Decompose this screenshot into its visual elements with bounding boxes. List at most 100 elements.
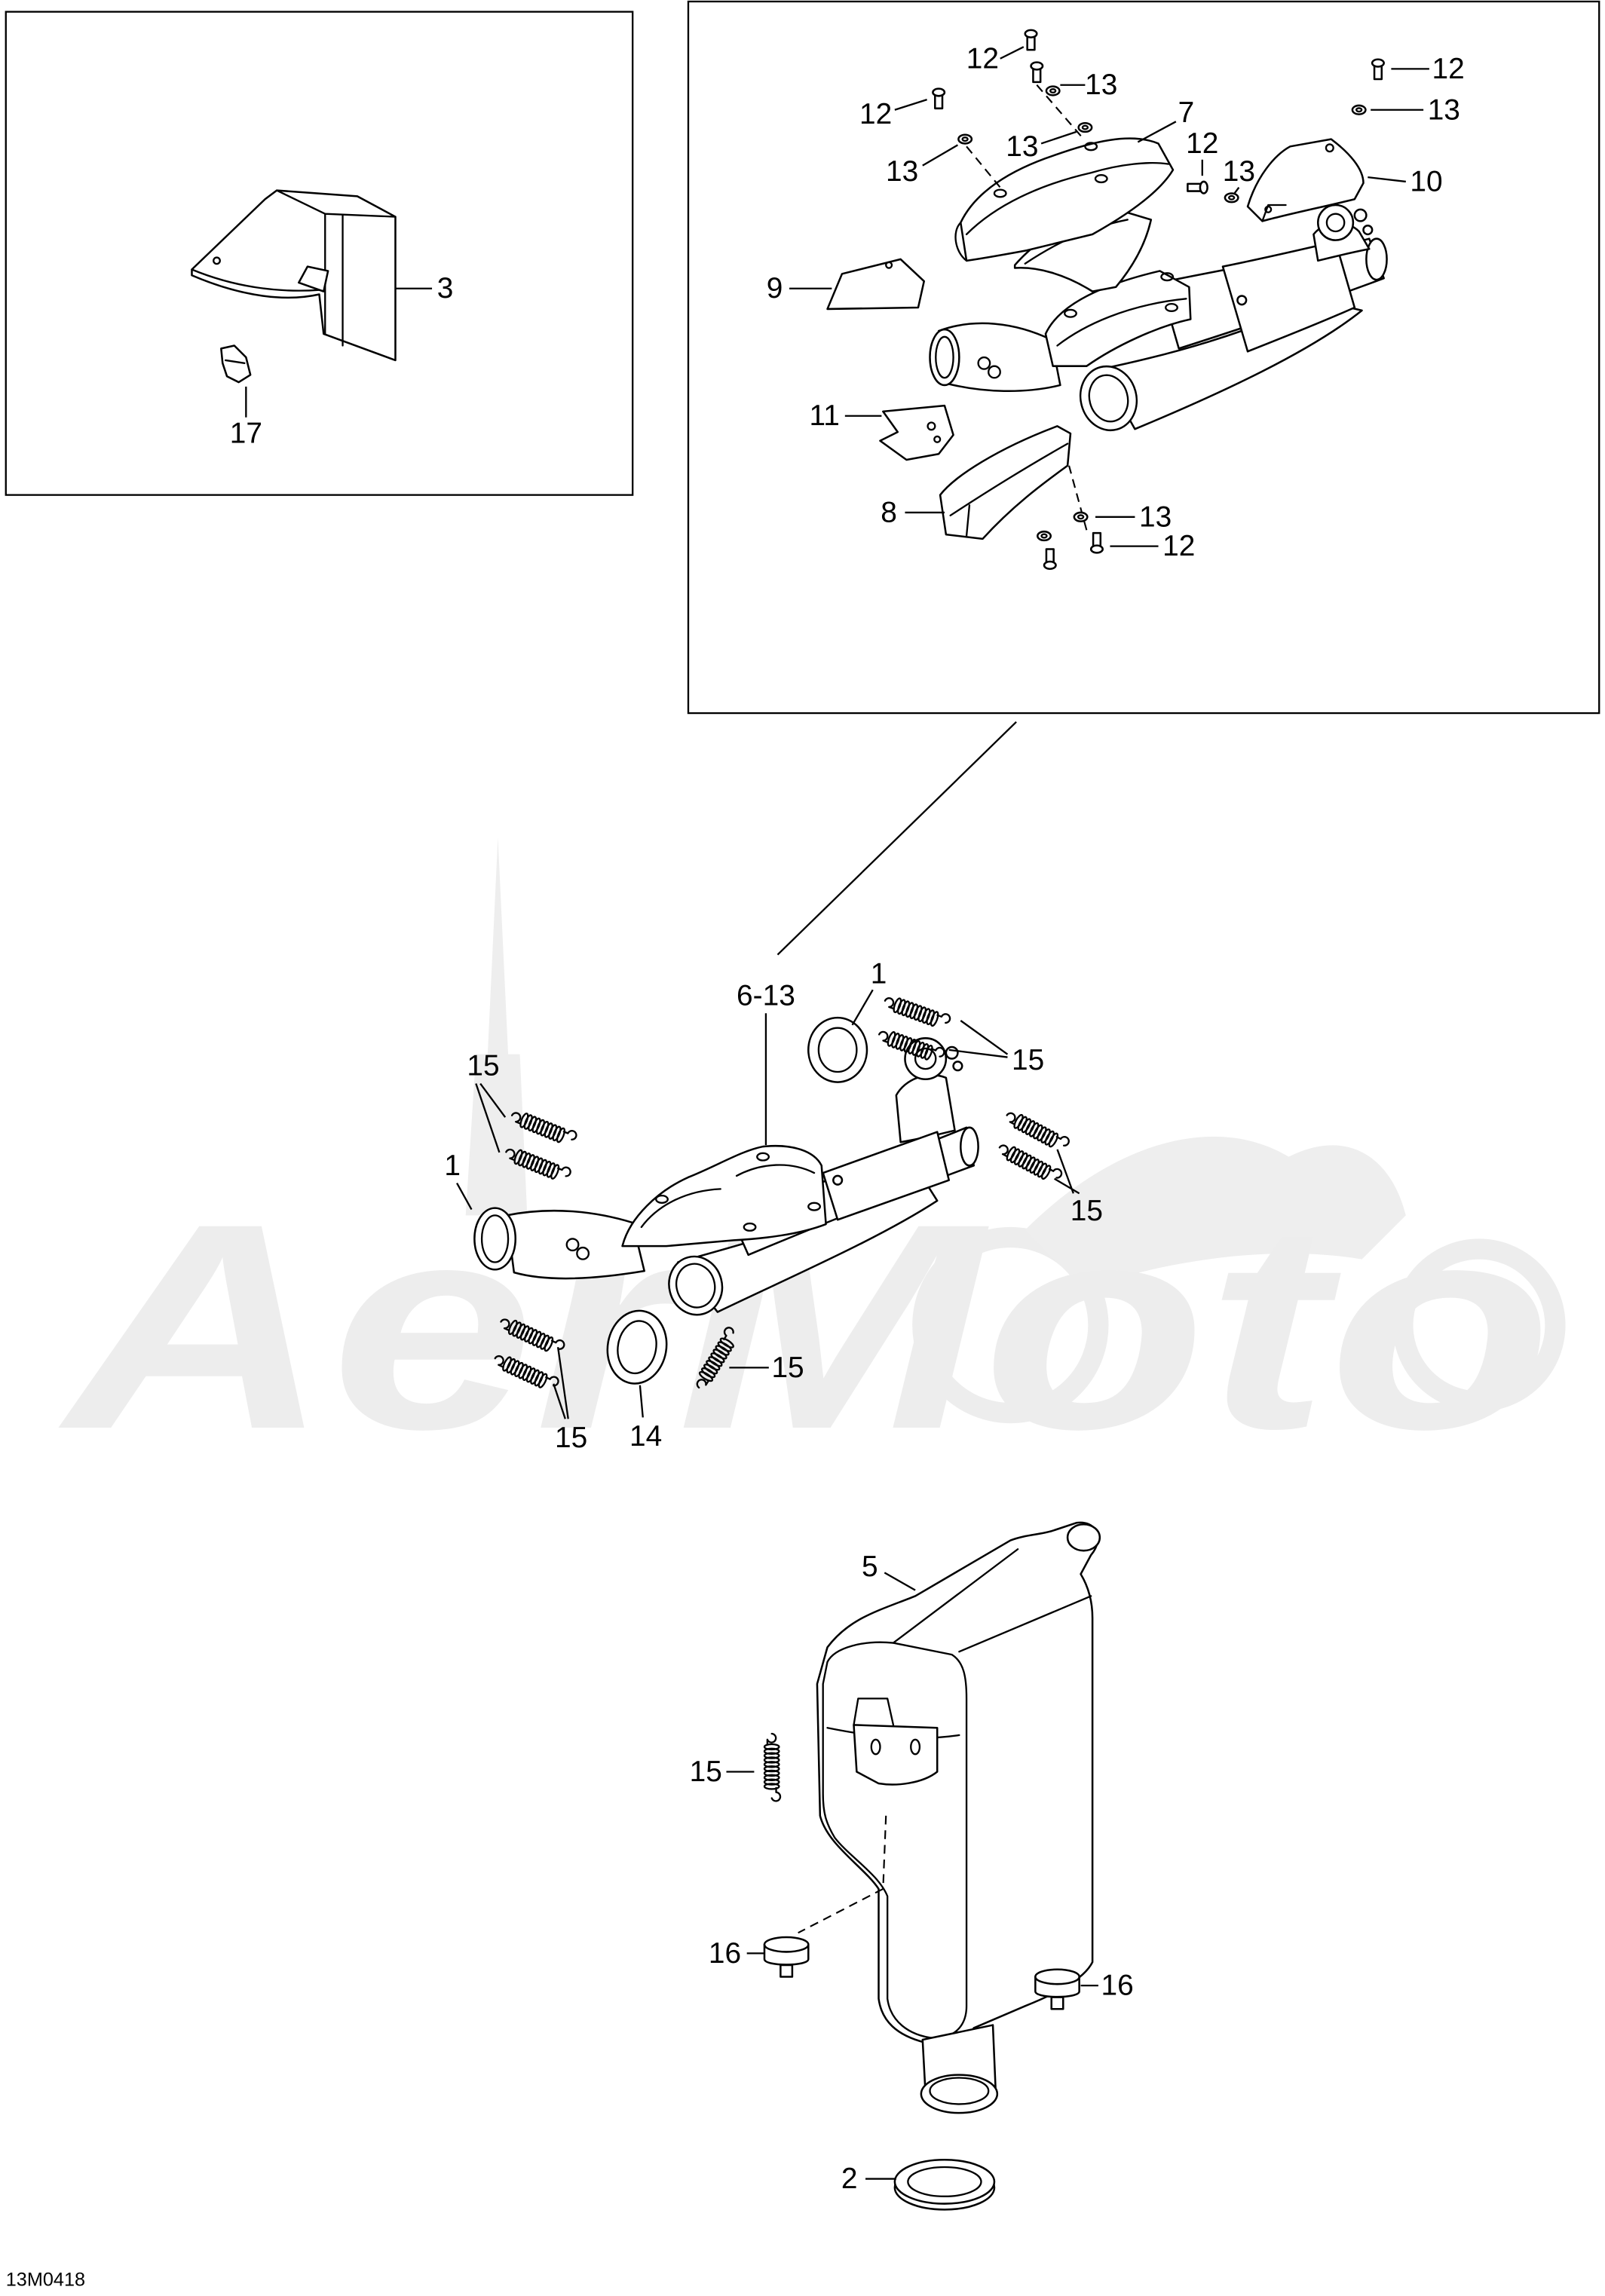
flange-tube	[895, 1074, 956, 1143]
callout-15: 15	[555, 1422, 587, 1454]
leader-line	[456, 1183, 473, 1211]
washer	[1045, 85, 1061, 96]
inlet-pipe	[929, 322, 1061, 393]
callout-13: 13	[1006, 130, 1038, 163]
callout-12: 12	[966, 42, 999, 75]
callout-9: 9	[767, 272, 783, 305]
callout-11: 11	[809, 400, 839, 432]
tube-sleeve	[1221, 240, 1356, 353]
inlet-pipe	[505, 1209, 645, 1280]
callout-16: 16	[709, 1937, 741, 1970]
lower-tube-opening	[1079, 365, 1138, 432]
leader-line	[948, 1049, 1008, 1058]
callout-12: 12	[1432, 53, 1465, 85]
assembly-axis	[798, 1815, 887, 1934]
bolt	[1187, 180, 1208, 194]
washer	[1077, 121, 1093, 133]
leader-line	[922, 144, 958, 167]
outlet-flange	[1312, 204, 1374, 262]
callout-15: 15	[771, 1352, 804, 1384]
leader-line	[1137, 121, 1177, 143]
spring	[881, 991, 952, 1032]
exploded-exhaust-assembly	[826, 29, 1388, 570]
outlet-flange	[904, 1037, 963, 1080]
inset-frame-right	[687, 0, 1600, 715]
leader-line	[851, 989, 874, 1026]
washer	[1037, 530, 1052, 542]
lower-tube-opening	[668, 1255, 724, 1316]
bolt	[1030, 61, 1044, 84]
part-1-ring-left	[473, 1207, 517, 1271]
callout-1: 1	[444, 1150, 461, 1182]
callout-13: 13	[1428, 93, 1460, 126]
assembled-heat-shield	[621, 1145, 827, 1247]
callout-12: 12	[1162, 530, 1195, 562]
washer	[957, 133, 973, 145]
part-8-heat-shield	[939, 425, 1072, 540]
part-14-gasket	[606, 1309, 668, 1385]
callout-15: 15	[1071, 1195, 1103, 1227]
callout-7: 7	[1178, 96, 1195, 129]
callout-3: 3	[437, 272, 454, 305]
watermark-wheel-front	[1392, 1238, 1566, 1412]
bolt	[1371, 58, 1385, 81]
watermark-wheel-rear	[912, 1226, 1109, 1424]
leader-line	[479, 1082, 507, 1118]
leader-line	[1368, 176, 1406, 183]
leader-line	[475, 1083, 501, 1153]
part-2-gasket	[893, 2159, 996, 2211]
bolt	[1024, 29, 1038, 51]
part-1-ring-upper	[807, 1016, 868, 1083]
inset-frame-left	[5, 11, 634, 496]
assembly-axis	[1036, 84, 1085, 140]
part-7-heat-shield	[954, 137, 1175, 262]
assembly-axis	[1068, 465, 1088, 531]
leader-line	[553, 1383, 566, 1419]
washer	[1224, 192, 1239, 204]
callout-5: 5	[862, 1551, 878, 1583]
callout-16: 16	[1101, 1970, 1134, 2002]
leader-line	[1056, 1149, 1074, 1194]
exhaust-pipe-assembly	[473, 991, 1071, 1394]
bolt	[1043, 548, 1057, 570]
leader-lines-right-inset	[789, 46, 1429, 547]
callout-17: 17	[230, 418, 262, 450]
leader-line	[639, 1385, 644, 1418]
callout-15: 15	[467, 1050, 499, 1082]
part-17-clip	[220, 344, 252, 384]
diagram-code: 13M0418	[6, 2270, 85, 2291]
y-pipe-heat-shield	[1044, 270, 1192, 367]
spring	[763, 1732, 782, 1802]
part-9-plate	[826, 258, 925, 311]
part-11-plate	[879, 404, 954, 461]
part-3-heat-shield	[191, 189, 397, 362]
watermark-spire	[465, 837, 528, 1216]
washer	[1073, 511, 1089, 522]
leader-lines-muffler	[726, 1572, 1098, 2180]
callout-14: 14	[629, 1420, 662, 1453]
washer	[1351, 104, 1367, 115]
callout-12: 12	[1186, 127, 1218, 160]
callout-13: 13	[886, 155, 918, 188]
muffler-upper-outlet	[1066, 1523, 1101, 1552]
bolt	[1089, 531, 1104, 554]
callout-15: 15	[1012, 1044, 1044, 1076]
part-16-rubber-bumper	[763, 1936, 810, 1978]
part-16-rubber-bumper	[1034, 1968, 1080, 2010]
watermark-motorcycle-body	[1025, 1136, 1406, 1289]
leader-lines-left-inset	[245, 287, 433, 418]
callout-12: 12	[859, 98, 892, 130]
leader-line	[1233, 187, 1240, 194]
leader-line	[1000, 46, 1025, 60]
callout-1: 1	[871, 957, 887, 990]
tube-sleeve	[822, 1131, 951, 1221]
callout-13: 13	[1223, 155, 1255, 188]
callout-10: 10	[1410, 165, 1442, 197]
callout-15: 15	[690, 1756, 722, 1788]
leader-lines-assembly	[456, 989, 1080, 1419]
callout-8: 8	[881, 496, 897, 528]
bolt	[932, 87, 946, 110]
leader-line	[960, 1020, 1009, 1055]
assembly-axis	[966, 145, 1001, 188]
